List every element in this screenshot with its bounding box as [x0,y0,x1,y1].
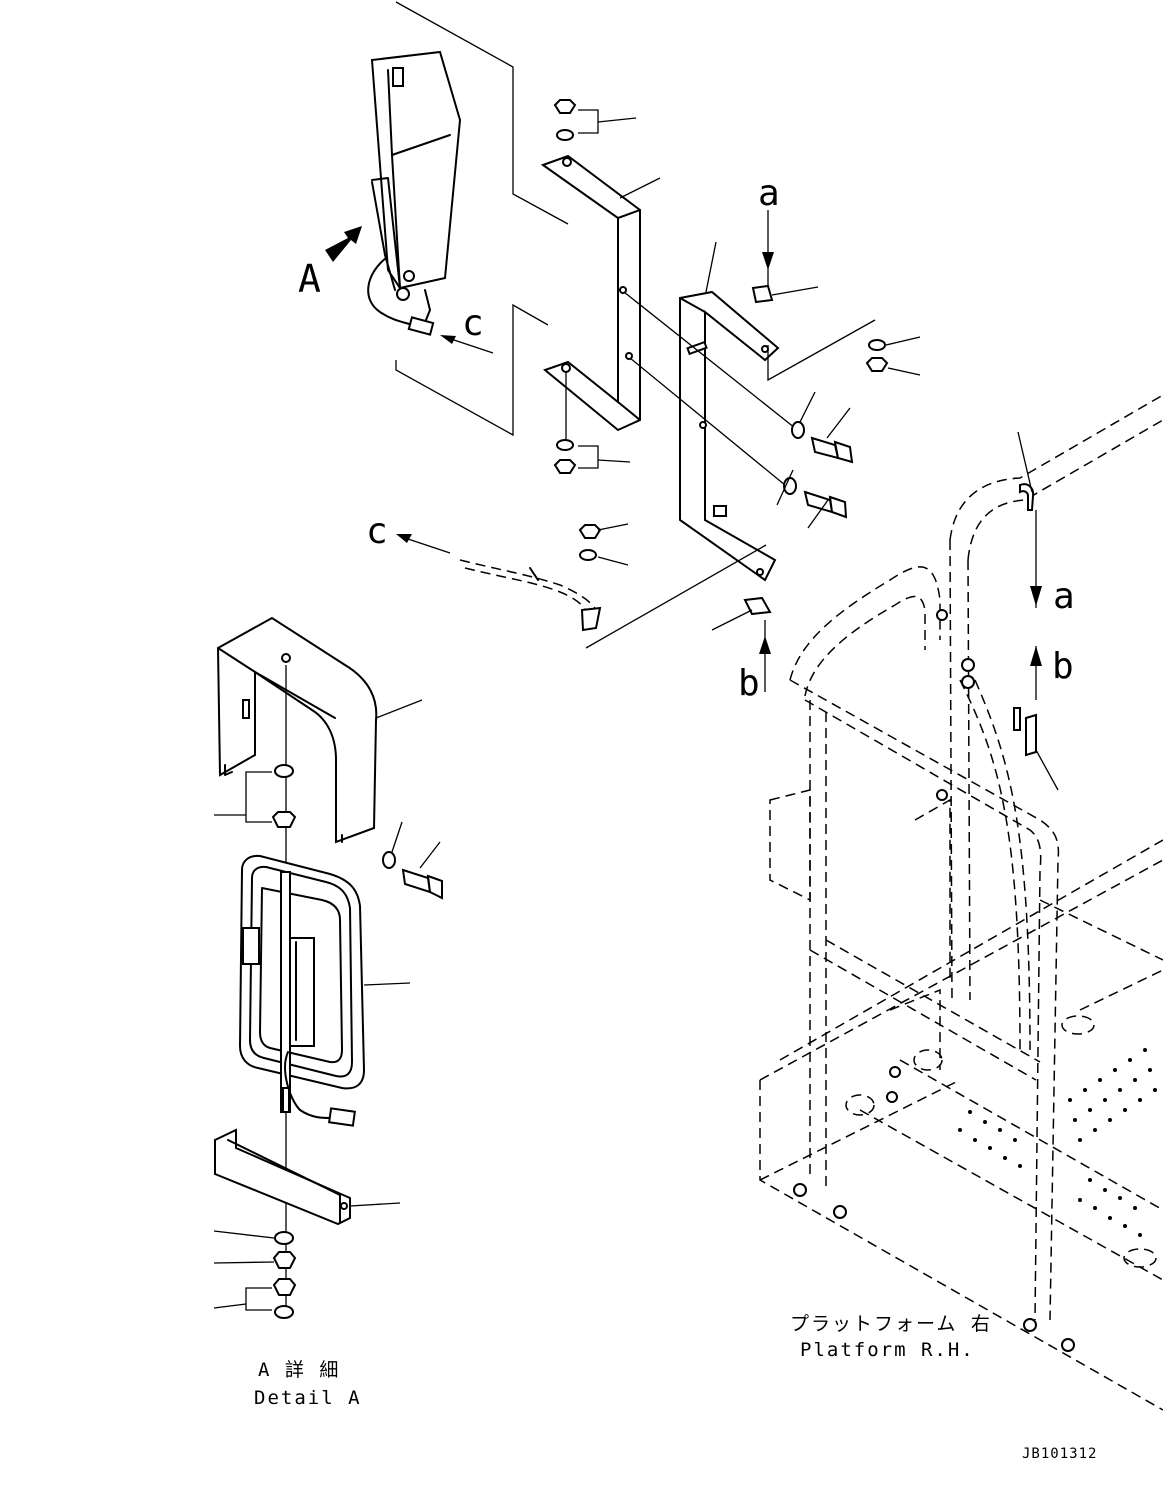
detail-a-lamp [238,854,411,1127]
deck-perforations [958,1048,1157,1237]
detail-caption-en: Detail A [254,1387,362,1409]
nut-washer-bottom [553,439,631,474]
ref-label-a-right: a [1053,576,1075,617]
ref-label-c-top: c [462,303,484,344]
platform-rh [759,394,1163,1411]
view-label-a: A [298,257,321,301]
ref-label-b-right: b [1052,646,1074,687]
ref-label-c-left: c [366,511,388,552]
detail-a-fasteners-lower [213,1230,297,1319]
ref-label-a-top: a [758,173,780,214]
detail-a-fasteners-upper [214,764,443,900]
detail-a-base-bracket [214,1128,401,1226]
lamp-assembly [367,1,569,437]
platform-caption-en: Platform R.H. [800,1339,975,1361]
nut-washer-right [865,336,921,376]
detail-caption-jp: A 詳 細 [258,1359,340,1381]
platform-caption-jp: プラットフォーム 右 [790,1313,992,1335]
bolts [623,291,854,529]
view-arrow-icon [325,226,362,262]
nut-washer-top [553,99,637,141]
bracket-2 [679,241,780,582]
bracket-1 [540,154,661,432]
wire-harness [459,523,767,649]
detail-a-cover [216,616,423,844]
ref-label-b-bottom: b [738,663,760,704]
drawing-code: JB101312 [1022,1446,1097,1462]
